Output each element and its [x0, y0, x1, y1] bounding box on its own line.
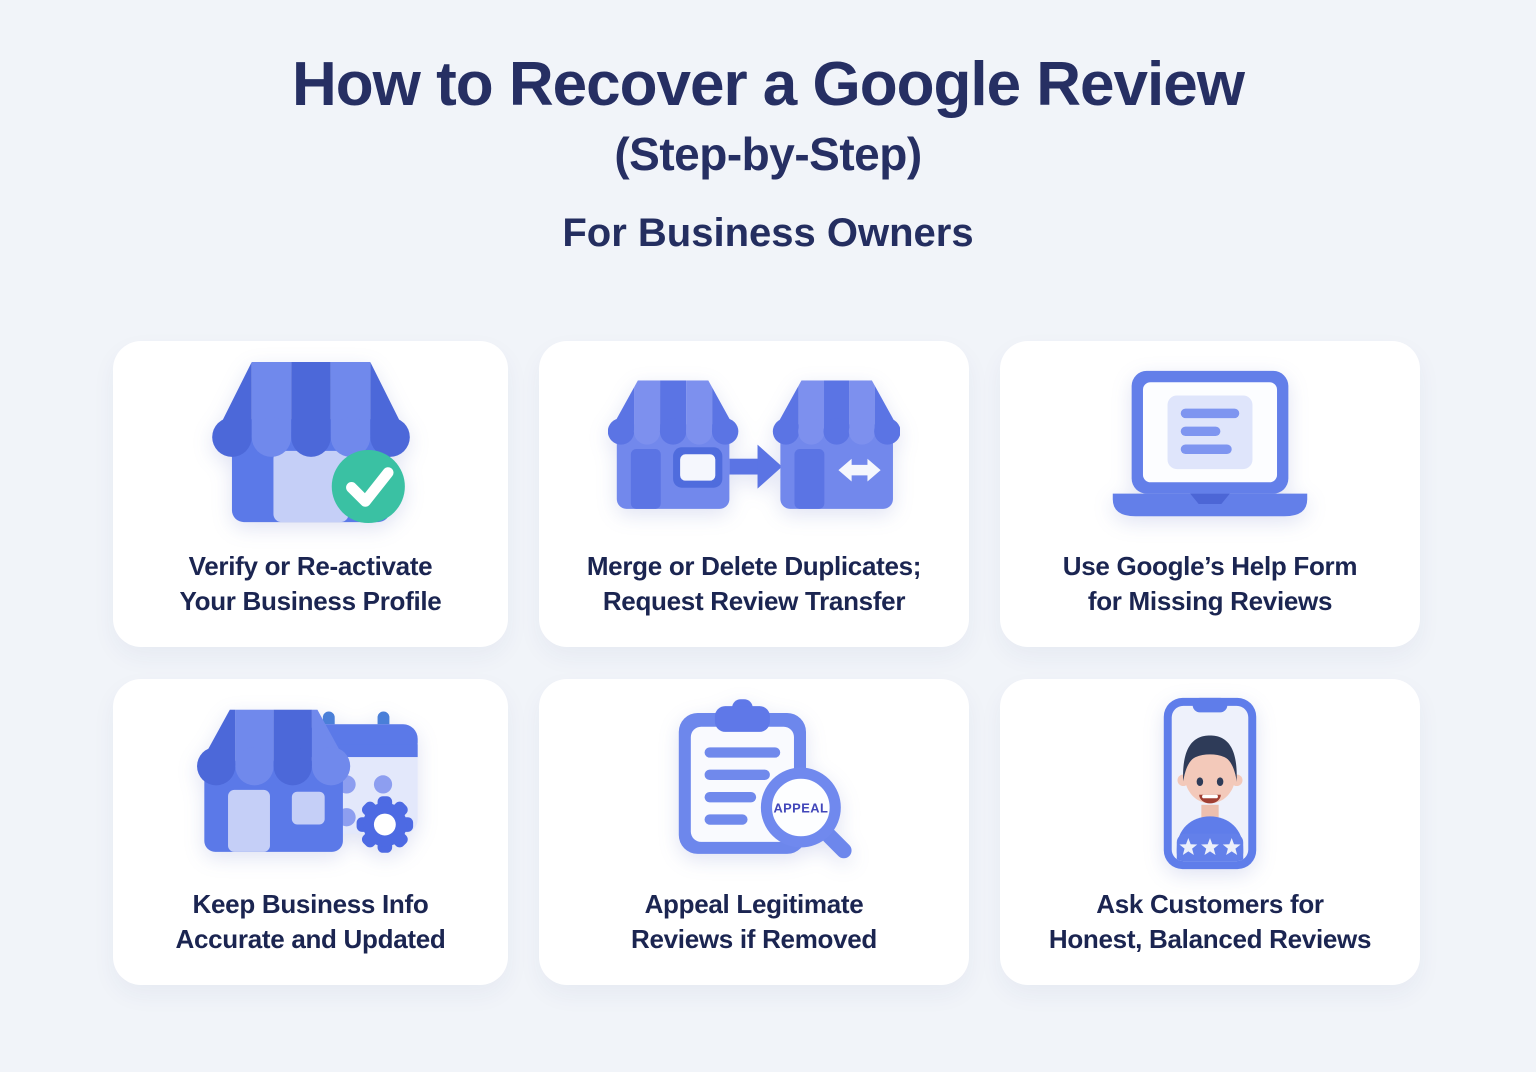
storefront-calendar-gear-icon	[196, 709, 418, 853]
storefront-target	[772, 379, 900, 509]
card-caption: Keep Business Info Accurate and Updated	[176, 887, 446, 957]
card-ask-customers: Ask Customers for Honest, Balanced Revie…	[1000, 679, 1420, 985]
icon-wrap	[1000, 679, 1420, 887]
card-caption: Ask Customers for Honest, Balanced Revie…	[1048, 887, 1372, 957]
phone-customer-stars-icon	[1163, 697, 1257, 869]
storefront	[196, 709, 350, 852]
card-caption: Merge or Delete Duplicates; Request Revi…	[586, 549, 922, 619]
storefront-verified-icon	[211, 362, 410, 524]
caption-line: Keep Business Info	[192, 889, 429, 919]
card-grid: Verify or Re-activate Your Business Prof…	[113, 341, 1420, 985]
check-badge-icon	[331, 449, 405, 524]
caption-line: for Missing Reviews	[1087, 586, 1333, 616]
card-keep-info-updated: Keep Business Info Accurate and Updated	[113, 679, 508, 985]
caption-line: Honest, Balanced Reviews	[1048, 924, 1372, 954]
caption-line: Merge or Delete Duplicates;	[586, 551, 922, 581]
caption-line: Reviews if Removed	[630, 924, 878, 954]
storefront-transfer-icon	[608, 379, 900, 509]
caption-line: Request Review Transfer	[602, 586, 906, 616]
infographic-page: How to Recover a Google Review (Step-by-…	[0, 48, 1536, 1072]
card-caption: Use Google’s Help Form for Missing Revie…	[1062, 549, 1358, 619]
caption-line: Appeal Legitimate	[644, 889, 864, 919]
icon-wrap	[113, 679, 508, 887]
laptop-help-form-icon	[1112, 370, 1308, 517]
gear-icon	[356, 795, 413, 853]
magnifier-icon: APPEAL	[760, 767, 852, 859]
icon-wrap	[113, 341, 508, 549]
caption-line: Verify or Re-activate	[188, 551, 433, 581]
page-subtitle: (Step-by-Step)	[614, 128, 922, 180]
card-caption: Appeal Legitimate Reviews if Removed	[631, 887, 877, 957]
swap-arrows-icon	[838, 458, 881, 482]
audience-label: For Business Owners	[562, 211, 974, 255]
customer-avatar	[1176, 734, 1244, 861]
card-verify-profile: Verify or Re-activate Your Business Prof…	[113, 341, 508, 647]
icon-wrap: APPEAL	[539, 679, 969, 887]
caption-line: Accurate and Updated	[175, 924, 446, 954]
card-caption: Verify or Re-activate Your Business Prof…	[180, 549, 442, 619]
header: How to Recover a Google Review (Step-by-…	[0, 48, 1536, 256]
card-appeal-reviews: APPEAL Appeal Legitimate Reviews if Remo…	[539, 679, 969, 985]
clipboard-appeal-magnifier-icon: APPEAL	[678, 699, 852, 859]
icon-wrap	[1000, 341, 1420, 549]
transfer-arrow-icon	[729, 444, 783, 489]
storefront-source	[608, 379, 739, 509]
caption-line: Your Business Profile	[179, 586, 442, 616]
card-merge-duplicates: Merge or Delete Duplicates; Request Revi…	[539, 341, 969, 647]
page-title: How to Recover a Google Review	[292, 50, 1245, 119]
icon-wrap	[539, 341, 969, 549]
caption-line: Use Google’s Help Form	[1062, 551, 1358, 581]
caption-line: Ask Customers for	[1096, 889, 1324, 919]
appeal-label: APPEAL	[773, 801, 828, 816]
form-panel	[1167, 395, 1253, 470]
card-help-form: Use Google’s Help Form for Missing Revie…	[1000, 341, 1420, 647]
